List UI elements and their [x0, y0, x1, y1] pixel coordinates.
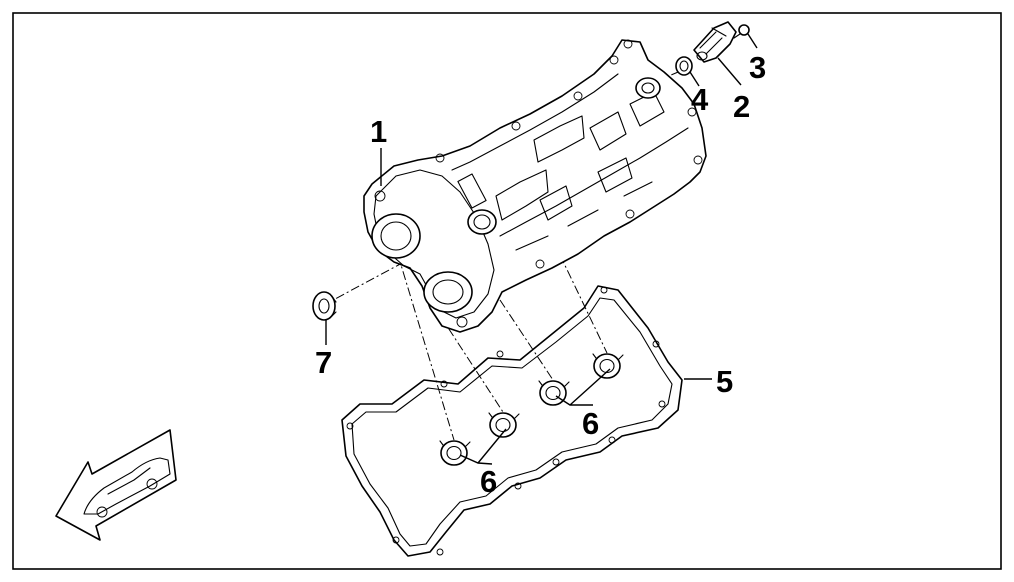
- spark-plug-tube-seal: [439, 440, 471, 466]
- diagram-frame: [12, 12, 1002, 570]
- o-ring: [675, 56, 693, 76]
- spark-plug-tube-seal: [592, 353, 624, 379]
- callout-4: 4: [691, 82, 709, 117]
- spark-plug-tube-seal: [488, 412, 520, 438]
- callout-2: 2: [733, 89, 750, 124]
- vehicle-front-direction-arrow-icon: [55, 429, 177, 541]
- callout-6: 6: [480, 464, 497, 499]
- callout-5: 5: [716, 364, 733, 399]
- camshaft-seal: [312, 291, 337, 321]
- callout-3: 3: [749, 50, 766, 85]
- valve-cover: [363, 39, 707, 333]
- callout-1: 1: [370, 114, 387, 149]
- callout-leaders: [325, 33, 758, 465]
- callout-7: 7: [315, 345, 332, 380]
- callout-6: 6: [582, 406, 599, 441]
- sensor-bolt: [733, 24, 750, 39]
- camshaft-position-sensor: [693, 21, 737, 63]
